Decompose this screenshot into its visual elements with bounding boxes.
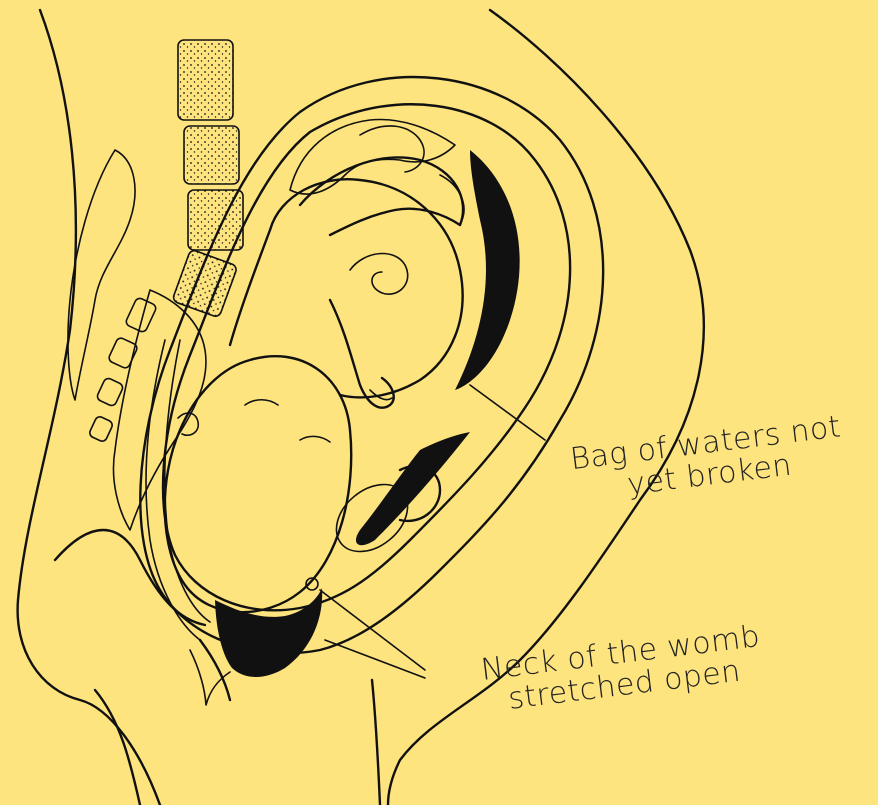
- sacral-segments: [88, 297, 157, 443]
- amniotic-fluid-rim-top: [455, 150, 520, 390]
- baby-head: [165, 356, 351, 612]
- inner-back-line: [55, 530, 205, 625]
- baby-face-line: [245, 400, 278, 405]
- baby-foot: [360, 126, 424, 172]
- spine-vertebrae: [172, 40, 243, 318]
- cervix-stretched: [215, 588, 322, 677]
- leg-front-line: [372, 680, 380, 805]
- umbilical-cord: [350, 254, 408, 295]
- rectum-wall: [146, 340, 200, 640]
- back-outline: [18, 10, 160, 805]
- baby-face-line-2: [300, 436, 330, 442]
- spinal-column-dotted: [68, 150, 135, 400]
- amniotic-fluid-rim-side: [356, 432, 470, 545]
- perineum: [190, 650, 230, 705]
- sacrum: [113, 290, 205, 530]
- baby-arm: [330, 300, 394, 408]
